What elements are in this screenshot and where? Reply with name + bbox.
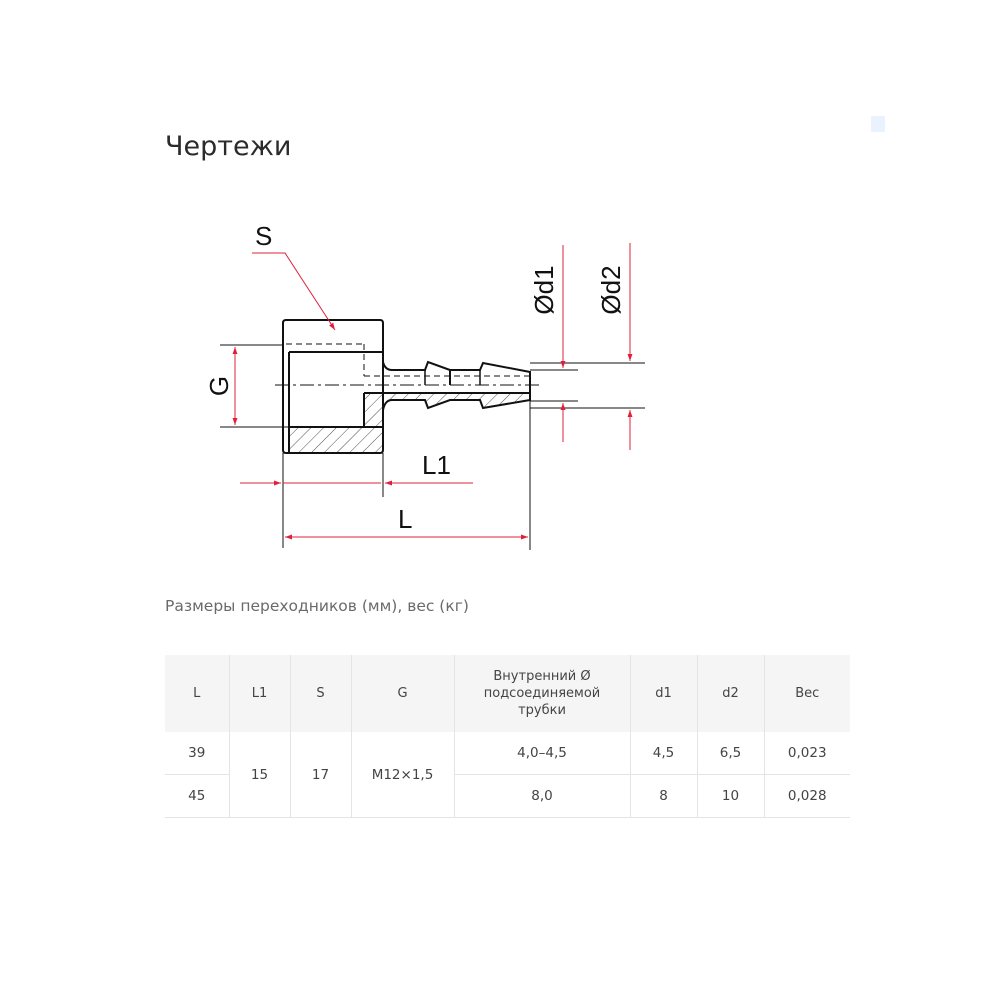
cell-g: M12×1,5 xyxy=(350,732,454,818)
cell-d2: 10 xyxy=(696,774,764,818)
cell-l: 45 xyxy=(165,774,229,818)
header-l1: L1 xyxy=(228,655,290,732)
corner-marker xyxy=(871,116,885,132)
cell-d2: 6,5 xyxy=(696,732,764,775)
table-row: 45 8,0 8 10 0,028 xyxy=(165,774,850,818)
fitting-body xyxy=(275,319,542,454)
label-d1: Ød1 xyxy=(529,265,559,314)
cell-d1: 8 xyxy=(629,774,697,818)
header-weight: Вес xyxy=(763,655,850,732)
cell-d1: 4,5 xyxy=(629,732,697,775)
label-s: S xyxy=(255,221,272,251)
cell-weight: 0,028 xyxy=(763,774,850,818)
table-row: 39 15 17 M12×1,5 4,0–4,5 4,5 6,5 0,023 xyxy=(165,732,850,818)
header-l: L xyxy=(165,655,229,732)
cell-l1: 15 xyxy=(228,732,290,818)
table-caption: Размеры переходников (мм), вес (кг) xyxy=(165,597,469,615)
header-g: G xyxy=(350,655,454,732)
label-l1: L1 xyxy=(422,450,451,480)
cell-l: 39 xyxy=(165,732,229,775)
cell-tube: 4,0–4,5 xyxy=(453,732,630,775)
header-d2: d2 xyxy=(696,655,764,732)
cell-weight: 0,023 xyxy=(763,732,850,775)
cell-s: 17 xyxy=(289,732,351,818)
cell-tube: 8,0 xyxy=(453,774,630,818)
dimensions-table: L L1 S G Внутренний Ø подсоединяемой тру… xyxy=(165,655,850,818)
label-d2: Ød2 xyxy=(596,265,626,314)
table-header-row: L L1 S G Внутренний Ø подсоединяемой тру… xyxy=(165,655,850,732)
label-g: G xyxy=(204,376,234,396)
header-d1: d1 xyxy=(629,655,697,732)
header-s: S xyxy=(289,655,351,732)
header-tube: Внутренний Ø подсоединяемой трубки xyxy=(453,655,630,732)
page-title: Чертежи xyxy=(165,131,292,162)
dimension-lines xyxy=(220,243,645,550)
technical-drawing: S G Ød1 Ød2 L1 L xyxy=(204,221,645,550)
label-l: L xyxy=(398,504,412,534)
